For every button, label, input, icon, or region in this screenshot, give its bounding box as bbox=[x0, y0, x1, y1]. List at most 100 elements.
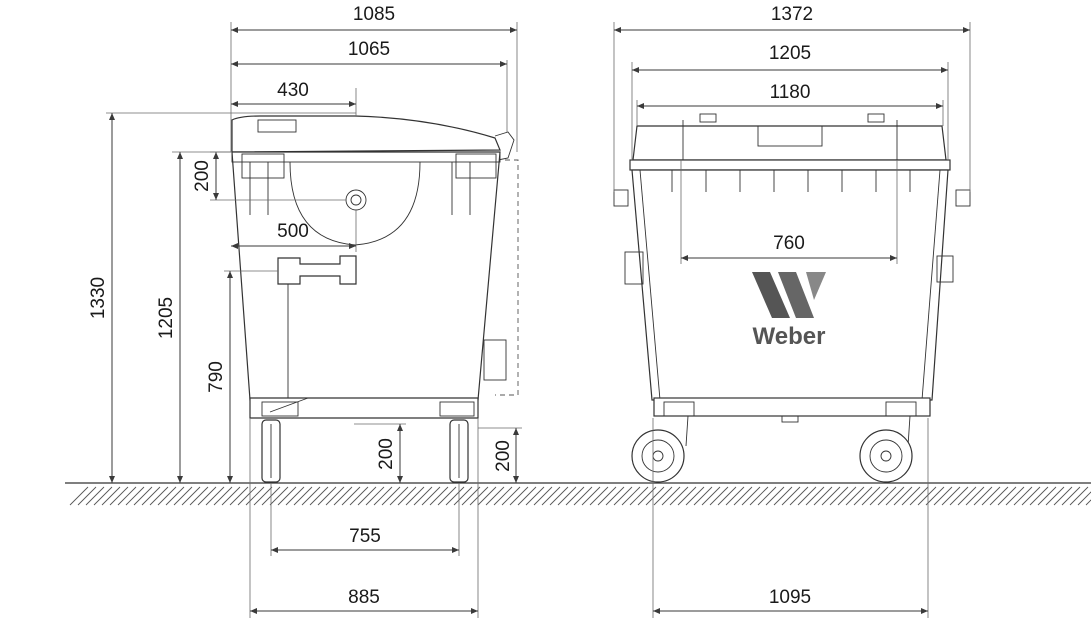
dim-side-top-recess: 200 bbox=[192, 160, 213, 192]
hatch-stroke bbox=[413, 486, 433, 506]
hatch-stroke bbox=[981, 486, 1001, 506]
side-dimensions: 1085 1065 430 500 200 1330 1205 790 200 bbox=[88, 4, 522, 618]
front-ribs bbox=[671, 170, 911, 192]
caster-fork-right bbox=[890, 415, 911, 447]
hatch-stroke bbox=[861, 486, 881, 506]
hatch-stroke bbox=[1029, 486, 1049, 506]
hatch-stroke bbox=[141, 486, 161, 506]
hatch-stroke bbox=[613, 486, 633, 506]
front-wheel-left bbox=[631, 429, 685, 483]
hatch-stroke bbox=[789, 486, 809, 506]
hatch-stroke bbox=[949, 486, 969, 506]
front-body-edge bbox=[639, 169, 661, 401]
hatch-stroke bbox=[493, 486, 513, 506]
dim-side-base-length: 885 bbox=[348, 587, 380, 608]
hatch-stroke bbox=[77, 486, 97, 506]
hatch-stroke bbox=[213, 486, 233, 506]
dim-front-base-width: 1095 bbox=[769, 587, 811, 608]
dim-side-wheel-base: 755 bbox=[349, 526, 381, 547]
hatch-stroke bbox=[605, 486, 625, 506]
hatch-stroke bbox=[437, 486, 457, 506]
hatch-stroke bbox=[909, 486, 929, 506]
caster-fork-left bbox=[668, 415, 689, 447]
hatch-stroke bbox=[733, 486, 753, 506]
dim-side-wheel-clearance: 200 bbox=[493, 440, 514, 472]
hatch-stroke bbox=[533, 486, 553, 506]
hatch-stroke bbox=[317, 486, 337, 506]
hatch-stroke bbox=[757, 486, 777, 506]
front-wheel-right bbox=[859, 429, 913, 483]
trunnion-right bbox=[955, 189, 971, 207]
lid-hinge-right bbox=[867, 113, 885, 123]
front-side-handle-right bbox=[936, 255, 954, 283]
hatch-stroke bbox=[501, 486, 521, 506]
hatch-stroke bbox=[357, 486, 377, 506]
dim-side-pedal-clearance: 200 bbox=[376, 438, 397, 470]
dim-side-total-height: 1330 bbox=[88, 277, 109, 319]
hatch-stroke bbox=[277, 486, 297, 506]
hatch-stroke bbox=[821, 486, 841, 506]
hatch-stroke bbox=[629, 486, 649, 506]
front-lid bbox=[632, 125, 947, 161]
hatch-stroke bbox=[597, 486, 617, 506]
rim-bar bbox=[231, 151, 501, 163]
hatch-stroke bbox=[869, 486, 889, 506]
hatch-stroke bbox=[229, 486, 249, 506]
side-lid bbox=[231, 115, 501, 153]
hatch-stroke bbox=[477, 486, 497, 506]
hatch-stroke bbox=[797, 486, 817, 506]
hatch-stroke bbox=[373, 486, 393, 506]
front-rim bbox=[629, 159, 951, 171]
ground-line bbox=[65, 482, 1091, 506]
hatch-stroke bbox=[293, 486, 313, 506]
hatch-stroke bbox=[333, 486, 353, 506]
front-lid-handle bbox=[757, 125, 823, 147]
pedal-block bbox=[261, 401, 299, 417]
hatch-stroke bbox=[829, 486, 849, 506]
drain bbox=[781, 415, 799, 423]
hatch-stroke bbox=[341, 486, 361, 506]
dim-side-lid-hinge: 430 bbox=[277, 80, 309, 101]
hatch-stroke bbox=[469, 486, 489, 506]
hatch-stroke bbox=[221, 486, 241, 506]
front-base bbox=[653, 397, 931, 417]
hatch-stroke bbox=[741, 486, 761, 506]
hatch-stroke bbox=[421, 486, 441, 506]
hatch-stroke bbox=[853, 486, 873, 506]
hatch-stroke bbox=[109, 486, 129, 506]
dim-front-body-width: 1205 bbox=[769, 43, 811, 64]
dim-front-lid-width: 1180 bbox=[770, 82, 811, 103]
hatch-stroke bbox=[85, 486, 105, 506]
hatch-stroke bbox=[453, 486, 473, 506]
side-view bbox=[231, 115, 519, 483]
hatch-stroke bbox=[781, 486, 801, 506]
hatch-stroke bbox=[1085, 499, 1091, 506]
hatch-stroke bbox=[893, 486, 913, 506]
front-body-edge bbox=[921, 169, 941, 401]
front-dimensions: 1372 1205 1180 760 1095 bbox=[613, 4, 971, 618]
hatch-stroke bbox=[197, 486, 217, 506]
hatch-stroke bbox=[1013, 486, 1033, 506]
hatch-stroke bbox=[925, 486, 945, 506]
lid-handle bbox=[257, 119, 297, 133]
dim-side-handle-height: 790 bbox=[206, 361, 227, 393]
hatch-stroke bbox=[101, 486, 121, 506]
side-body bbox=[231, 151, 501, 401]
rim-pocket-left bbox=[241, 153, 285, 179]
hatch-stroke bbox=[69, 486, 89, 506]
hatch-stroke bbox=[661, 486, 681, 506]
lid-hinge bbox=[494, 131, 515, 161]
hatch-stroke bbox=[301, 486, 321, 506]
hatch-stroke bbox=[381, 486, 401, 506]
ground-hatch bbox=[69, 486, 1091, 506]
hatch-stroke bbox=[557, 486, 577, 506]
hatch-stroke bbox=[93, 486, 113, 506]
hatch-stroke bbox=[445, 486, 465, 506]
hatch-stroke bbox=[957, 486, 977, 506]
hatch-stroke bbox=[917, 486, 937, 506]
hatch-stroke bbox=[1053, 486, 1073, 506]
hatch-stroke bbox=[885, 486, 905, 506]
hatch-stroke bbox=[717, 486, 737, 506]
